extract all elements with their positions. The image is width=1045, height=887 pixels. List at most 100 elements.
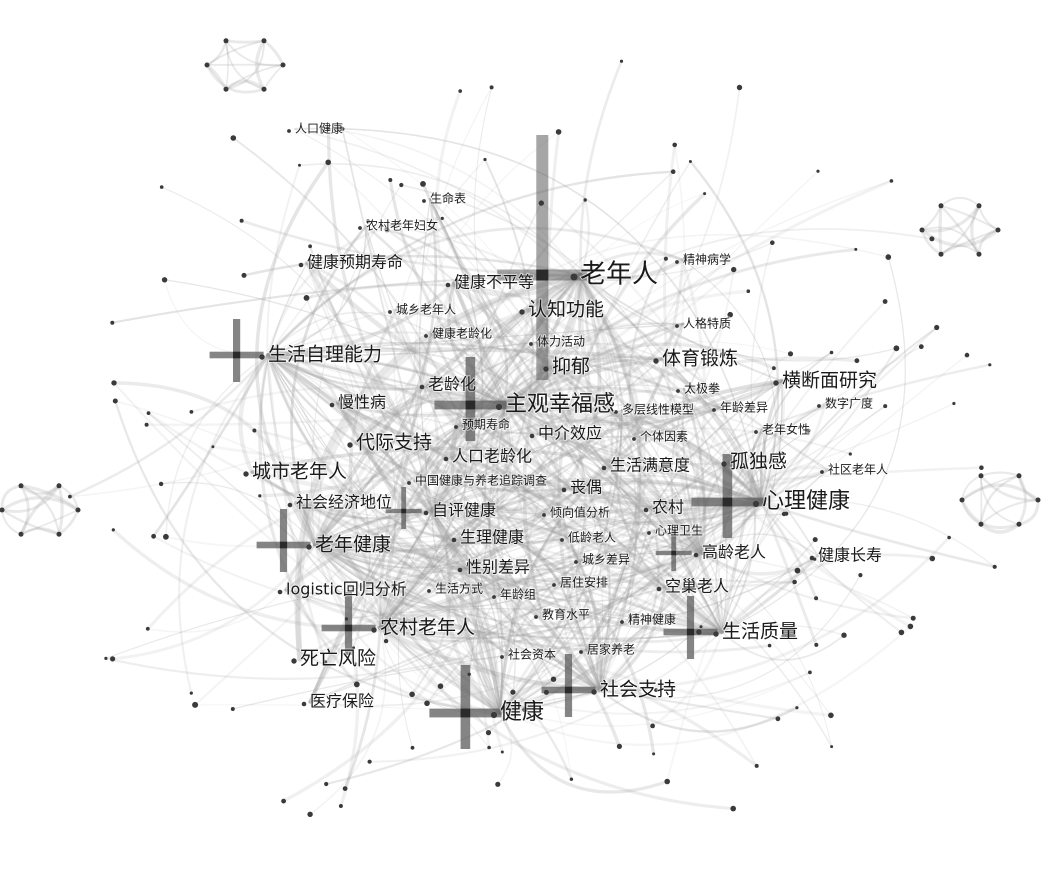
network-edge: [468, 404, 506, 675]
cluster-node: [976, 203, 982, 209]
network-edge: [394, 308, 764, 518]
hub-marker-zipingjiankang: [385, 487, 422, 529]
keyword-label-getiyinsu: 个体因素: [640, 430, 688, 444]
hub-core: [536, 269, 549, 281]
peripheral-node: [787, 351, 794, 357]
network-edge: [284, 588, 602, 712]
network-edge: [419, 198, 433, 512]
peripheral-node: [858, 573, 863, 578]
network-edge: [314, 516, 833, 748]
peripheral-node: [68, 494, 72, 499]
peripheral-node: [145, 626, 150, 631]
network-edge: [461, 424, 601, 691]
network-edge: [498, 711, 669, 794]
cluster-node: [223, 38, 229, 44]
keyword-label-shenghuozhiliang: 生活质量: [722, 621, 798, 643]
network-edge: [413, 403, 507, 483]
network-edge: [498, 340, 587, 715]
network-edge: [503, 402, 818, 600]
peripheral-node: [326, 127, 331, 131]
network-edge: [19, 484, 61, 496]
network-edge: [267, 311, 433, 356]
peripheral-node: [104, 656, 108, 661]
keyword-node-siwangfengxian: [291, 658, 297, 664]
keyword-node-gaolinglaoren: [693, 552, 699, 558]
network-edge: [410, 509, 452, 696]
network-edge: [378, 619, 510, 657]
peripheral-node: [211, 445, 215, 449]
network-edge: [727, 459, 765, 505]
keyword-node-shuziguangdu: [817, 404, 821, 408]
network-edge: [503, 322, 685, 408]
peripheral-node: [907, 623, 914, 630]
network-edge: [298, 163, 581, 276]
keyword-label-duocengxianxingmoxing: 多层线性模型: [622, 403, 694, 417]
network-edge: [430, 179, 893, 513]
keyword-label-shuziguangdu: 数字广度: [825, 396, 873, 411]
network-edge: [578, 273, 830, 472]
peripheral-node: [781, 511, 787, 517]
network-edge: [578, 273, 642, 652]
keyword-node-laonianren: [570, 273, 578, 281]
network-edge: [578, 258, 685, 281]
network-edge: [452, 281, 764, 504]
network-edge: [499, 326, 938, 714]
cluster-node: [995, 227, 1001, 233]
network-edge: [262, 39, 285, 67]
network-edge: [586, 552, 703, 651]
network-edge: [431, 356, 663, 512]
network-edge: [267, 351, 833, 435]
network-edge: [431, 323, 684, 512]
network-edge: [598, 529, 657, 692]
network-edge: [586, 649, 601, 691]
peripheral-node: [510, 689, 516, 695]
network-edge: [431, 403, 763, 512]
network-edge: [431, 333, 506, 406]
peripheral-node: [399, 182, 404, 188]
cluster-node: [261, 38, 267, 44]
network-edge: [266, 353, 572, 493]
network-edge: [939, 204, 1000, 232]
network-edge: [503, 403, 654, 510]
network-edge: [503, 403, 584, 562]
network-edge: [309, 552, 703, 707]
keyword-node-shenghuozhiliang: [713, 631, 719, 637]
network-edge: [497, 712, 513, 786]
network-edge: [421, 182, 724, 634]
network-edge: [308, 273, 582, 704]
network-edge: [503, 358, 722, 410]
peripheral-node: [324, 781, 329, 787]
network-edge: [499, 507, 653, 714]
network-edge: [464, 273, 583, 570]
network-edge: [313, 308, 530, 547]
network-edge: [473, 86, 703, 554]
network-edge: [306, 262, 601, 691]
keyword-node-shehuijingjidiwei: [287, 502, 293, 508]
network-edge: [327, 161, 602, 692]
network-edge: [977, 228, 1000, 256]
network-edge: [430, 322, 685, 513]
network-edge: [980, 474, 1020, 526]
network-edge: [379, 405, 886, 629]
keyword-node-dilinglaoren: [560, 538, 564, 542]
network-edge: [598, 435, 642, 692]
network-edge: [425, 273, 590, 705]
network-edge: [474, 403, 507, 754]
keyword-node-jiankang: [490, 711, 498, 719]
network-edge: [266, 353, 612, 468]
keyword-node-kongchaolaoren: [656, 586, 662, 592]
cluster-node: [261, 86, 267, 92]
keyword-label-logistic: logistic回归分析: [286, 580, 407, 599]
peripheral-node: [111, 380, 117, 386]
network-edge: [452, 281, 724, 634]
keyword-node-tilihuodong: [529, 342, 533, 346]
peripheral-node: [979, 465, 984, 471]
network-edge: [267, 225, 367, 356]
network-edge: [165, 354, 269, 538]
network-edge: [598, 585, 667, 692]
network-edge: [760, 379, 785, 504]
network-edge: [311, 184, 402, 546]
peripheral-node: [388, 178, 393, 182]
network-edge: [205, 63, 228, 91]
network-edge: [666, 501, 763, 783]
